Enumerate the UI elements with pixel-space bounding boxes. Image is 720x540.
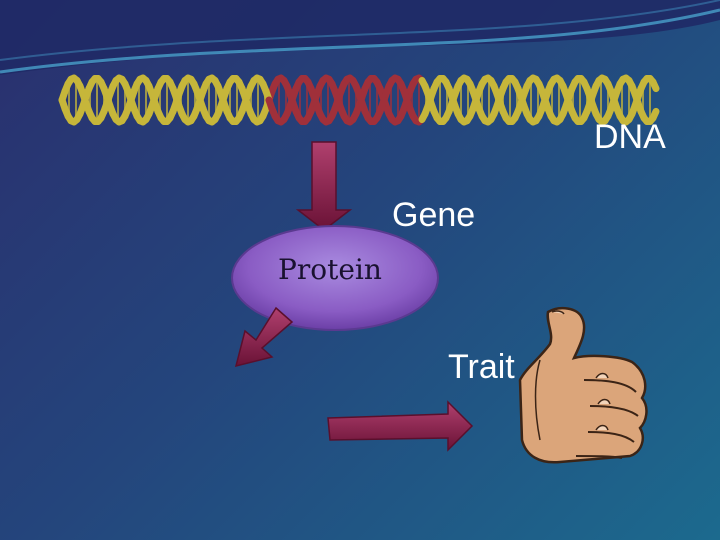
- dna-label: DNA: [594, 118, 666, 156]
- trait-label: Trait: [448, 348, 515, 386]
- dna-strand-b: [649, 107, 660, 122]
- dna-strand-a: [649, 78, 660, 93]
- protein-label: Protein: [278, 253, 382, 286]
- thumbs-up-hand-icon: [518, 306, 648, 464]
- arrow-to-hand-icon: [327, 400, 474, 452]
- arrow-protein-to-trait-icon: [234, 306, 294, 368]
- protein-node: [231, 225, 439, 331]
- arrow-dna-to-protein-icon: [295, 141, 353, 231]
- header-swoosh: [0, 0, 720, 75]
- dna-double-helix-icon: [58, 74, 660, 126]
- gene-label: Gene: [392, 196, 476, 234]
